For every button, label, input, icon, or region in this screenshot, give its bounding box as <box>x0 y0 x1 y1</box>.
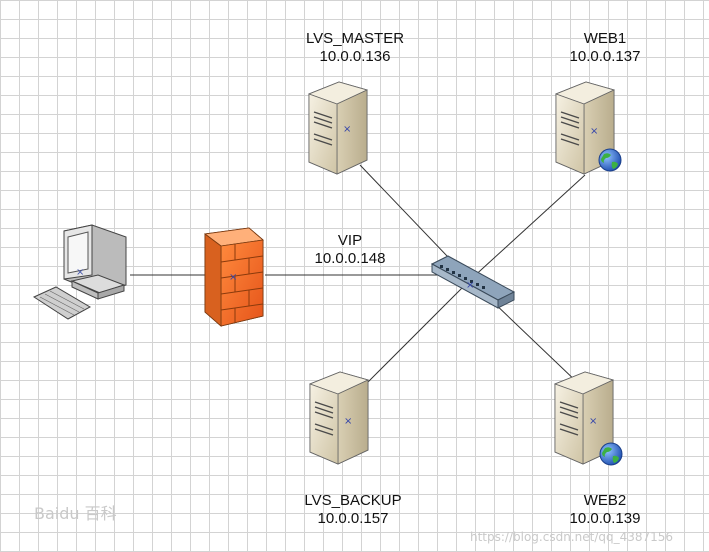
link-switch-backup <box>364 279 471 386</box>
svg-text:×: × <box>590 126 598 137</box>
globe-icon <box>598 148 622 172</box>
lvs-master-name: LVS_MASTER <box>305 30 405 47</box>
web2-label: WEB2 10.0.0.139 <box>545 492 665 528</box>
web2-name: WEB2 <box>583 492 627 509</box>
link-switch-web1 <box>469 174 586 281</box>
vip-label: VIP 10.0.0.148 <box>285 232 415 268</box>
web1-name: WEB1 <box>583 30 627 47</box>
lvs-backup-name: LVS_BACKUP <box>304 492 402 509</box>
network-switch-icon: × <box>430 255 516 309</box>
globe-icon <box>599 442 623 466</box>
svg-text:×: × <box>343 124 351 135</box>
lvs-master-server-icon: × <box>308 81 368 175</box>
vip-name: VIP <box>337 232 363 249</box>
client-workstation: × <box>32 224 127 320</box>
svg-text:×: × <box>76 267 84 278</box>
baidu-watermark: Baidu 百科 <box>34 504 117 523</box>
lvs-backup-label: LVS_BACKUP 10.0.0.157 <box>288 492 418 528</box>
network-links <box>130 164 586 386</box>
svg-text:×: × <box>344 416 352 427</box>
lvs-backup-ip: 10.0.0.157 <box>317 510 389 527</box>
vip-ip: 10.0.0.148 <box>314 250 386 267</box>
web1-ip: 10.0.0.137 <box>569 48 641 65</box>
lvs-backup-server-icon: × <box>309 371 369 465</box>
csdn-watermark: https://blog.csdn.net/qq_4387156 <box>470 530 674 544</box>
firewall-icon: × <box>203 227 264 327</box>
svg-text:×: × <box>229 272 237 283</box>
web1-label: WEB1 10.0.0.137 <box>545 30 665 66</box>
lvs-master-ip: 10.0.0.136 <box>319 48 391 65</box>
web2-ip: 10.0.0.139 <box>569 510 641 527</box>
svg-text:×: × <box>466 280 474 291</box>
lvs-master-label: LVS_MASTER 10.0.0.136 <box>290 30 420 66</box>
web1-server-icon: × <box>555 81 622 175</box>
svg-text:×: × <box>589 416 597 427</box>
web2-server-icon: × <box>554 371 623 466</box>
